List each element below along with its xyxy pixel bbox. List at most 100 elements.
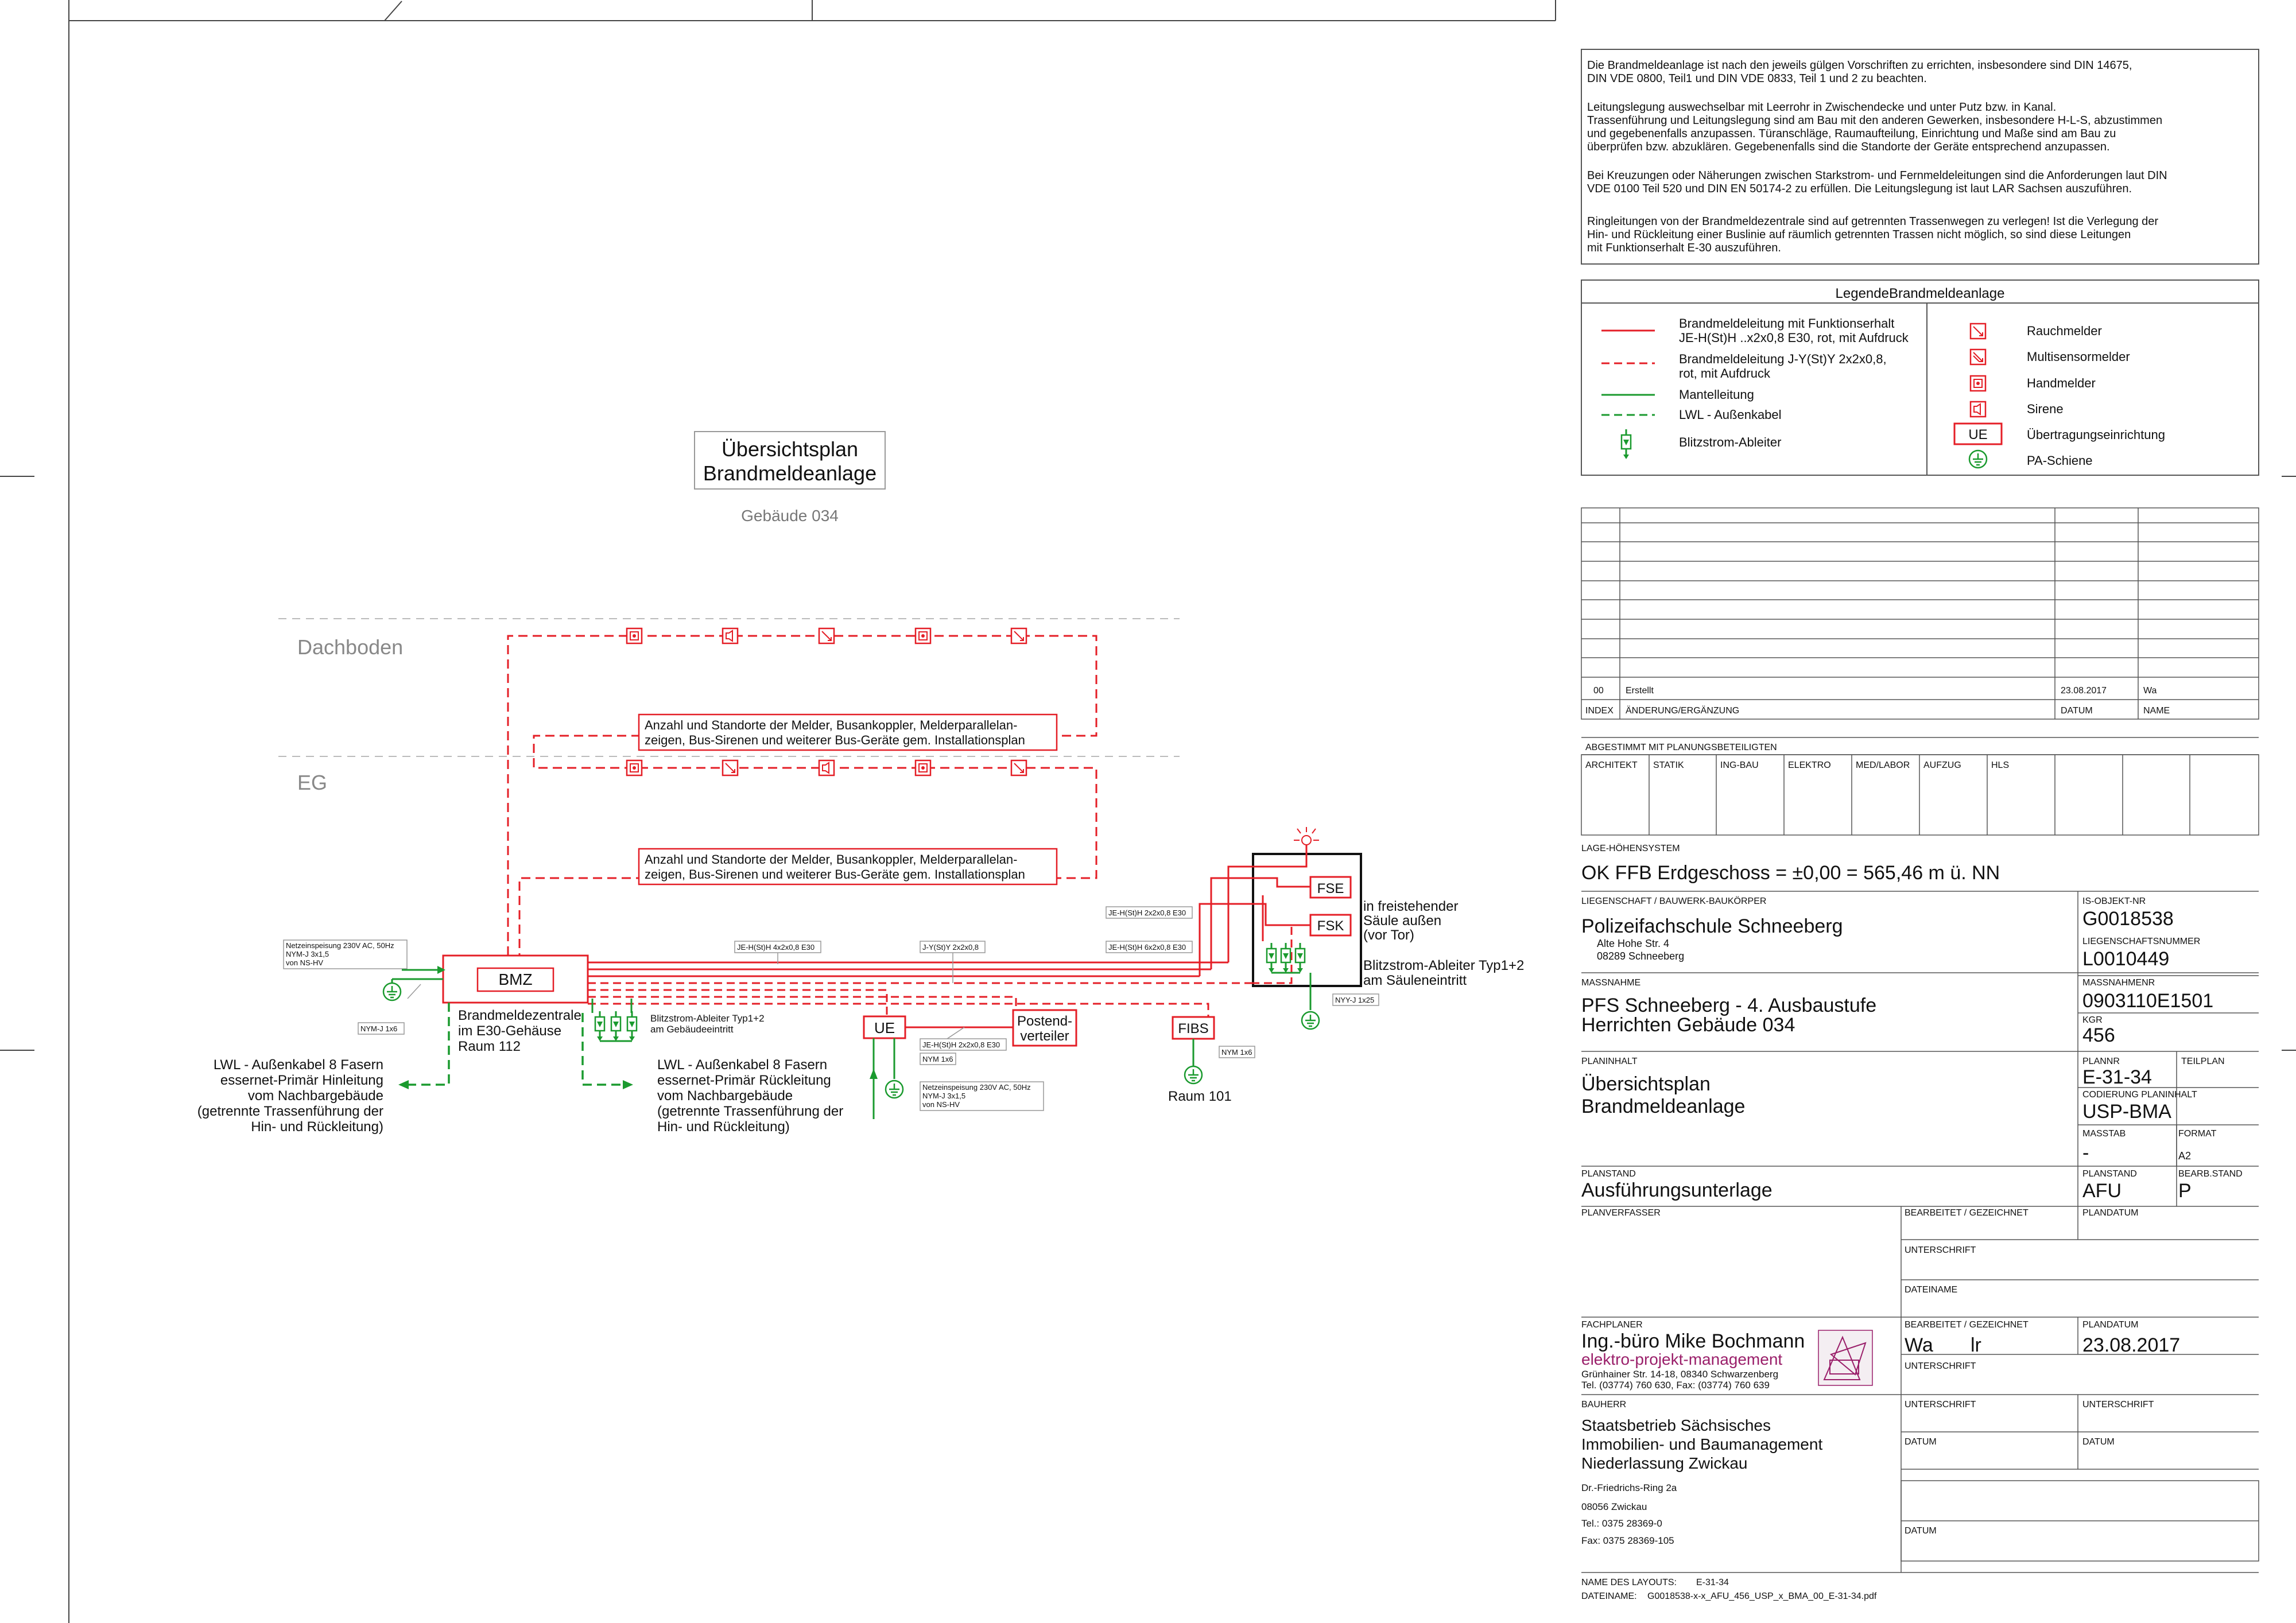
svg-text:verteiler: verteiler bbox=[1020, 1028, 1069, 1044]
svg-text:IS-OBJEKT-NR: IS-OBJEKT-NR bbox=[2082, 896, 2146, 906]
svg-text:08289 Schneeberg: 08289 Schneeberg bbox=[1597, 950, 1684, 962]
svg-text:Brandmeldeleitung mit Funktion: Brandmeldeleitung mit Funktionserhalt bbox=[1679, 316, 1894, 331]
svg-text:Wa: Wa bbox=[2143, 686, 2157, 696]
svg-text:Erstellt: Erstellt bbox=[1626, 686, 1654, 696]
svg-text:NYM 1x6: NYM 1x6 bbox=[1221, 1048, 1252, 1057]
svg-text:DATUM: DATUM bbox=[1905, 1526, 1937, 1536]
svg-text:ARCHITEKT: ARCHITEKT bbox=[1585, 760, 1638, 770]
svg-text:LIEGENSCHAFT / BAUWERK-BAUKÖRP: LIEGENSCHAFT / BAUWERK-BAUKÖRPER bbox=[1581, 896, 1766, 906]
svg-text:Ing.-büro Mike Bochmann: Ing.-büro Mike Bochmann bbox=[1581, 1330, 1805, 1352]
svg-text:Fax: 0375 28369-105: Fax: 0375 28369-105 bbox=[1581, 1535, 1674, 1546]
svg-text:Blitzstrom-Ableiter Typ1+2: Blitzstrom-Ableiter Typ1+2 bbox=[650, 1013, 765, 1024]
svg-text:PLANSTAND: PLANSTAND bbox=[2082, 1169, 2137, 1179]
svg-text:essernet-Primär Rückleitung: essernet-Primär Rückleitung bbox=[657, 1073, 831, 1088]
svg-text:am Säuleneintritt: am Säuleneintritt bbox=[1363, 973, 1467, 988]
svg-text:MASSNAHME: MASSNAHME bbox=[1581, 978, 1640, 988]
svg-text:UNTERSCHRIFT: UNTERSCHRIFT bbox=[1905, 1400, 1976, 1410]
svg-text:UNTERSCHRIFT: UNTERSCHRIFT bbox=[1905, 1245, 1976, 1255]
svg-text:ELEKTRO: ELEKTRO bbox=[1788, 760, 1831, 770]
column-enclosure: FSE FSK NYY-J 1x25 in freistehender Säul… bbox=[1199, 827, 1524, 1030]
ue-device: UE Postend- verteiler JE-H(St)H 2x2x0,8 … bbox=[863, 1009, 1077, 1119]
svg-text:-: - bbox=[2082, 1142, 2089, 1164]
svg-text:Übersichtsplan: Übersichtsplan bbox=[722, 437, 858, 461]
svg-text:DIN VDE 0800, Teil1 und DIN VD: DIN VDE 0800, Teil1 und DIN VDE 0833, Te… bbox=[1587, 72, 1927, 85]
svg-text:Bei Kreuzungen oder Näherungen: Bei Kreuzungen oder Näherungen zwischen … bbox=[1587, 169, 2167, 182]
svg-text:LWL - Außenkabel 8 Fasern: LWL - Außenkabel 8 Fasern bbox=[657, 1057, 827, 1073]
power-feed-bmz: Netzeinspeisung 230V AC, 50Hz NYM-J 3x1,… bbox=[283, 939, 445, 1035]
svg-text:FIBS: FIBS bbox=[1178, 1021, 1208, 1036]
svg-text:DATEINAME: DATEINAME bbox=[1905, 1285, 1957, 1295]
svg-text:Sirene: Sirene bbox=[2027, 402, 2064, 416]
note-box-eg: Anzahl und Standorte der Melder, Busanko… bbox=[638, 848, 1058, 886]
revision-table bbox=[1581, 507, 2259, 720]
svg-text:VDE 0100 Teil 520 und DIN EN 5: VDE 0100 Teil 520 und DIN EN 50174-2 zu … bbox=[1587, 183, 2132, 195]
lwl-rueck: LWL - Außenkabel 8 Fasern essernet-Primä… bbox=[581, 1013, 843, 1135]
building-arresters: Blitzstrom-Ableiter Typ1+2 am Gebäudeein… bbox=[591, 999, 765, 1042]
svg-text:NYM-J 3x1,5: NYM-J 3x1,5 bbox=[286, 950, 329, 958]
svg-text:Brandmeldeanlage: Brandmeldeanlage bbox=[1581, 1096, 1745, 1117]
svg-text:NYY-J 1x25: NYY-J 1x25 bbox=[1335, 996, 1374, 1004]
svg-text:BMZ: BMZ bbox=[498, 970, 532, 988]
svg-text:Dr.-Friedrichs-Ring 2a: Dr.-Friedrichs-Ring 2a bbox=[1581, 1482, 1677, 1493]
svg-text:Hin- und Rückleitung einer Bus: Hin- und Rückleitung einer Buslinie auf … bbox=[1587, 228, 2131, 241]
svg-text:P: P bbox=[2178, 1180, 2192, 1202]
svg-text:PA-Schiene: PA-Schiene bbox=[2027, 453, 2093, 468]
revision-row-0: 00 Erstellt 23.08.2017 Wa bbox=[1593, 686, 2157, 696]
svg-text:INDEX: INDEX bbox=[1585, 706, 1614, 716]
svg-text:HLS: HLS bbox=[1991, 760, 2009, 770]
svg-text:elektro-projekt-management: elektro-projekt-management bbox=[1581, 1350, 1782, 1368]
svg-text:Grünhainer Str. 14-18, 08340 S: Grünhainer Str. 14-18, 08340 Schwarzenbe… bbox=[1581, 1369, 1778, 1380]
level-label-dachboden: Dachboden bbox=[297, 635, 403, 659]
cable-labels: JE-H(St)H 4x2x0,8 E30 J-Y(St)Y 2x2x0,8 J… bbox=[734, 906, 1193, 983]
svg-text:Anzahl und Standorte der Melde: Anzahl und Standorte der Melder, Busanko… bbox=[645, 852, 1017, 867]
svg-text:am Gebäudeeintritt: am Gebäudeeintritt bbox=[650, 1024, 734, 1035]
svg-text:PLANNR: PLANNR bbox=[2082, 1057, 2120, 1066]
svg-text:Die Brandmeldeanlage ist nach: Die Brandmeldeanlage ist nach den jeweil… bbox=[1587, 59, 2132, 72]
svg-text:NAME DES LAYOUTS:: NAME DES LAYOUTS: bbox=[1581, 1578, 1677, 1587]
svg-text:UE: UE bbox=[1968, 427, 1987, 442]
svg-text:BEARB.STAND: BEARB.STAND bbox=[2178, 1169, 2243, 1179]
svg-text:PLANDATUM: PLANDATUM bbox=[2082, 1208, 2139, 1218]
svg-text:(getrennte Trassenführung der: (getrennte Trassenführung der bbox=[657, 1104, 843, 1119]
svg-text:PLANSTAND: PLANSTAND bbox=[1581, 1169, 1636, 1179]
svg-text:überprüfen bzw. abzuklären. Ge: überprüfen bzw. abzuklären. Gegebenenfal… bbox=[1587, 141, 2110, 153]
general-notes: Die Brandmeldeanlage ist nach den jeweil… bbox=[1581, 49, 2259, 265]
svg-text:Brandmeldeleitung J-Y(St)Y 2x2: Brandmeldeleitung J-Y(St)Y 2x2x0,8, bbox=[1679, 352, 1887, 366]
svg-text:JE-H(St)H 2x2x0,8 E30: JE-H(St)H 2x2x0,8 E30 bbox=[922, 1040, 1000, 1049]
fibs-device: FIBS Raum 101 NYM 1x6 bbox=[1168, 1016, 1255, 1104]
svg-text:NYM-J 1x6: NYM-J 1x6 bbox=[360, 1024, 397, 1033]
svg-text:Raum 112: Raum 112 bbox=[458, 1039, 521, 1054]
svg-text:23.08.2017: 23.08.2017 bbox=[2061, 686, 2107, 696]
svg-text:UNTERSCHRIFT: UNTERSCHRIFT bbox=[2082, 1400, 2154, 1410]
svg-text:DATEINAME:: DATEINAME: bbox=[1581, 1591, 1637, 1601]
svg-text:vom Nachbargebäude: vom Nachbargebäude bbox=[657, 1088, 793, 1104]
svg-text:LIEGENSCHAFTSNUMMER: LIEGENSCHAFTSNUMMER bbox=[2082, 937, 2200, 946]
svg-text:PFS Schneeberg - 4. Ausbaustuf: PFS Schneeberg - 4. Ausbaustufe bbox=[1581, 995, 1876, 1016]
svg-text:BAUHERR: BAUHERR bbox=[1581, 1400, 1626, 1410]
svg-text:ING-BAU: ING-BAU bbox=[1720, 760, 1759, 770]
svg-text:UNTERSCHRIFT: UNTERSCHRIFT bbox=[1905, 1361, 1976, 1371]
svg-text:23.08.2017: 23.08.2017 bbox=[2082, 1334, 2180, 1356]
svg-text:FORMAT: FORMAT bbox=[2178, 1129, 2217, 1139]
svg-text:Handmelder: Handmelder bbox=[2027, 376, 2096, 390]
svg-text:JE-H(St)H 4x2x0,8 E30: JE-H(St)H 4x2x0,8 E30 bbox=[737, 943, 815, 952]
svg-text:Postend-: Postend- bbox=[1017, 1014, 1072, 1029]
svg-text:DATUM: DATUM bbox=[1905, 1437, 1937, 1447]
svg-text:CODIERUNG PLANINHALT: CODIERUNG PLANINHALT bbox=[2082, 1090, 2197, 1100]
svg-text:G0018538: G0018538 bbox=[2082, 908, 2174, 930]
svg-text:Übersichtsplan: Übersichtsplan bbox=[1581, 1073, 1711, 1095]
svg-text:G0018538-x-x_AFU_456_USP_x_BMA: G0018538-x-x_AFU_456_USP_x_BMA_00_E-31-3… bbox=[1647, 1591, 1877, 1601]
svg-text:J-Y(St)Y 2x2x0,8: J-Y(St)Y 2x2x0,8 bbox=[922, 943, 979, 952]
svg-text:Ausführungsunterlage: Ausführungsunterlage bbox=[1581, 1179, 1773, 1201]
svg-text:A2: A2 bbox=[2178, 1150, 2191, 1162]
svg-text:Netzeinspeisung 230V AC, 50Hz: Netzeinspeisung 230V AC, 50Hz bbox=[286, 941, 394, 950]
svg-text:LWL - Außenkabel: LWL - Außenkabel bbox=[1679, 407, 1782, 422]
svg-text:zeigen, Bus-Sirenen und weiter: zeigen, Bus-Sirenen und weiterer Bus-Ger… bbox=[645, 733, 1025, 747]
svg-text:STATIK: STATIK bbox=[1653, 760, 1684, 770]
svg-text:Multisensormelder: Multisensormelder bbox=[2027, 350, 2130, 364]
svg-text:Ringleitungen von der Brandmel: Ringleitungen von der Brandmeldezentrale… bbox=[1587, 215, 2158, 228]
bmz-dashed-lines bbox=[588, 982, 1251, 1027]
svg-text:00: 00 bbox=[1593, 686, 1604, 696]
svg-text:von NS-HV: von NS-HV bbox=[286, 958, 323, 967]
title-block-lines bbox=[1581, 737, 2259, 1573]
